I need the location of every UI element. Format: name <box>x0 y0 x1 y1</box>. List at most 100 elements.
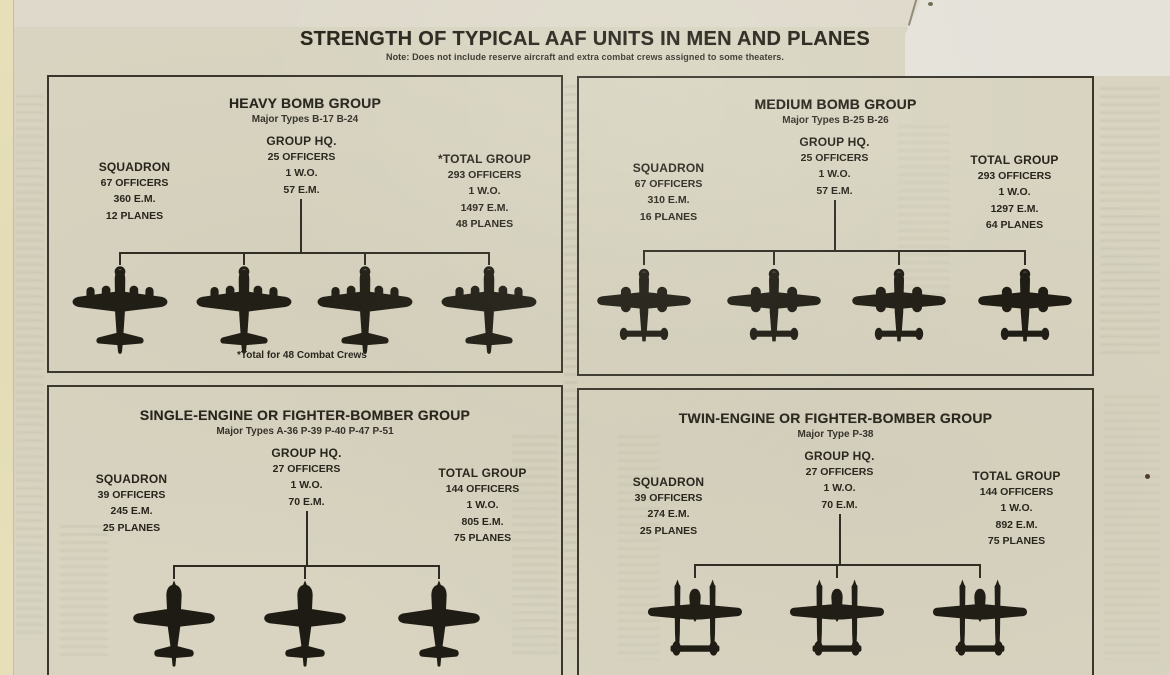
group-hq-column: GROUP HQ. 27 OFFICERS 1 W.O. 70 E.M. <box>239 445 374 510</box>
hq-officers: 25 OFFICERS <box>267 151 336 164</box>
total-officers: 293 OFFICERS <box>447 169 522 182</box>
hq-enlisted: 57 E.M. <box>283 183 320 196</box>
panel-title: TWIN-ENGINE OR FIGHTER-BOMBER GROUP <box>678 410 993 426</box>
total-planes: 75 PLANES <box>987 534 1046 547</box>
org-connector-drop <box>643 252 645 265</box>
org-connector-bar <box>694 564 981 566</box>
b17-bomber-icon <box>440 266 538 356</box>
panel-medium-bomb-group: MEDIUM BOMB GROUP Major Types B-25 B-26 … <box>577 76 1094 376</box>
group-hq-column: GROUP HQ. 25 OFFICERS 1 W.O. 57 E.M. <box>767 134 902 199</box>
panel-subtitle: Major Types A-36 P-39 P-40 P-47 P-51 <box>216 426 394 437</box>
paper-light-area <box>905 0 1170 76</box>
b25-bomber-icon <box>976 268 1074 343</box>
total-group-label: *TOTAL GROUP <box>437 152 532 166</box>
squadron-officers: 67 OFFICERS <box>100 177 169 190</box>
squadron-planes: 12 PLANES <box>105 209 164 222</box>
total-warrant-officers: 1 W.O. <box>1000 502 1033 515</box>
org-connector-drop <box>173 567 175 579</box>
org-connector-drop <box>773 252 775 265</box>
total-enlisted: 1497 E.M. <box>460 201 509 214</box>
total-planes: 64 PLANES <box>985 218 1044 231</box>
org-connector-drop <box>119 254 121 265</box>
paper-left-edge <box>0 0 14 675</box>
squadron-label: SQUADRON <box>98 160 171 174</box>
fighter-plane-icon <box>133 580 215 667</box>
total-enlisted: 1297 E.M. <box>990 202 1039 215</box>
total-group-label: TOTAL GROUP <box>972 469 1061 483</box>
total-group-label: TOTAL GROUP <box>438 466 527 480</box>
hq-officers: 27 OFFICERS <box>272 463 341 476</box>
total-enlisted: 892 E.M. <box>995 518 1038 531</box>
squadron-planes: 16 PLANES <box>639 210 698 223</box>
hq-officers: 25 OFFICERS <box>800 152 869 165</box>
group-hq-column: GROUP HQ. 27 OFFICERS 1 W.O. 70 E.M. <box>772 448 907 513</box>
org-connector-drop <box>694 566 696 578</box>
fighter-plane-icon <box>398 580 480 667</box>
total-enlisted: 805 E.M. <box>461 515 504 528</box>
panel-title: HEAVY BOMB GROUP <box>228 95 382 111</box>
b25-bomber-icon <box>595 268 693 343</box>
org-connector-stem <box>839 514 841 564</box>
panel-subtitle: Major Types B-17 B-24 <box>251 114 359 125</box>
total-warrant-officers: 1 W.O. <box>466 499 499 512</box>
hq-warrant-officers: 1 W.O. <box>818 168 851 181</box>
squadron-officers: 67 OFFICERS <box>634 178 703 191</box>
org-connector-drop <box>836 566 838 578</box>
b25-bomber-icon <box>725 268 823 343</box>
squadron-officers: 39 OFFICERS <box>634 492 703 505</box>
combat-crews-footnote: *Total for 48 Combat Crews <box>237 350 367 361</box>
total-officers: 144 OFFICERS <box>445 483 520 496</box>
squadron-column: SQUADRON 39 OFFICERS 274 E.M. 25 PLANES <box>601 474 736 539</box>
hq-enlisted: 70 E.M. <box>288 495 325 508</box>
hq-enlisted: 57 E.M. <box>816 184 853 197</box>
squadron-planes: 25 PLANES <box>639 524 698 537</box>
squadron-enlisted: 245 E.M. <box>110 505 153 518</box>
org-connector-stem <box>300 199 302 252</box>
org-connector-drop <box>979 566 981 578</box>
total-warrant-officers: 1 W.O. <box>468 185 501 198</box>
squadron-column: SQUADRON 67 OFFICERS 310 E.M. 16 PLANES <box>601 160 736 225</box>
total-officers: 144 OFFICERS <box>979 486 1054 499</box>
org-connector-drop <box>243 254 245 265</box>
group-hq-label: GROUP HQ. <box>266 134 337 148</box>
b17-bomber-icon <box>316 266 414 356</box>
squadron-column: SQUADRON 67 OFFICERS 360 E.M. 12 PLANES <box>67 159 202 224</box>
hq-warrant-officers: 1 W.O. <box>290 479 323 492</box>
b17-bomber-icon <box>195 266 293 356</box>
squadron-enlisted: 360 E.M. <box>113 193 156 206</box>
squadron-label: SQUADRON <box>95 472 168 486</box>
group-hq-label: GROUP HQ. <box>804 449 875 463</box>
squadron-label: SQUADRON <box>632 475 705 489</box>
org-connector-stem <box>834 200 836 250</box>
b17-bomber-icon <box>71 266 169 356</box>
total-officers: 293 OFFICERS <box>977 170 1052 183</box>
org-connector-drop <box>898 252 900 265</box>
page-title: STRENGTH OF TYPICAL AAF UNITS IN MEN AND… <box>299 28 871 50</box>
total-group-label: TOTAL GROUP <box>970 153 1059 167</box>
hq-warrant-officers: 1 W.O. <box>285 167 318 180</box>
org-connector-bar <box>643 250 1026 252</box>
bleed-through-text <box>1100 82 1160 357</box>
group-hq-label: GROUP HQ. <box>799 135 870 149</box>
org-connector-drop <box>1024 252 1026 265</box>
p38-fighter-icon <box>647 579 743 656</box>
hq-warrant-officers: 1 W.O. <box>823 482 856 495</box>
ink-speck <box>928 2 933 6</box>
p38-fighter-icon <box>932 579 1028 656</box>
total-group-column: TOTAL GROUP 144 OFFICERS 1 W.O. 892 E.M.… <box>949 468 1084 549</box>
p38-fighter-icon <box>789 579 885 656</box>
total-group-column: TOTAL GROUP 293 OFFICERS 1 W.O. 1297 E.M… <box>947 152 1082 233</box>
org-connector-bar <box>173 565 440 567</box>
panel-single-engine-fighter-group: SINGLE-ENGINE OR FIGHTER-BOMBER GROUP Ma… <box>47 385 563 675</box>
panel-title: SINGLE-ENGINE OR FIGHTER-BOMBER GROUP <box>139 407 471 423</box>
squadron-enlisted: 310 E.M. <box>647 194 690 207</box>
org-connector-stem <box>306 511 308 565</box>
squadron-enlisted: 274 E.M. <box>647 508 690 521</box>
group-hq-column: GROUP HQ. 25 OFFICERS 1 W.O. 57 E.M. <box>234 133 369 198</box>
org-connector-bar <box>119 252 490 254</box>
bleed-through-text <box>16 90 44 640</box>
panel-heavy-bomb-group: HEAVY BOMB GROUP Major Types B-17 B-24 S… <box>47 75 563 373</box>
hq-officers: 27 OFFICERS <box>805 466 874 479</box>
total-planes: 48 PLANES <box>455 217 514 230</box>
total-warrant-officers: 1 W.O. <box>998 186 1031 199</box>
